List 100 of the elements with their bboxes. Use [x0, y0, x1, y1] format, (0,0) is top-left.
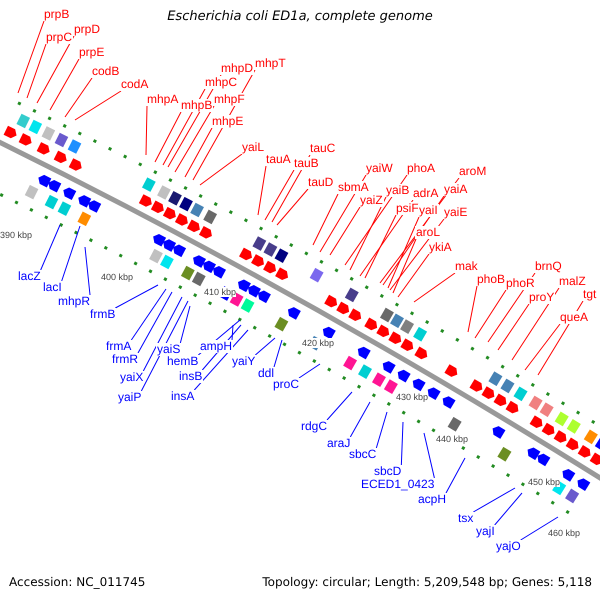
gene-label: lacI [42, 281, 63, 294]
leader-line [174, 106, 214, 172]
leader-line [512, 288, 560, 360]
leader-line [154, 112, 182, 162]
leader-line [264, 170, 294, 220]
gene-label: phoB [476, 273, 506, 286]
leader-line [50, 58, 80, 110]
leader-line [392, 238, 416, 294]
gene-label: ykiA [428, 241, 453, 254]
scale-label: 450 kbp [528, 477, 560, 487]
gene-label: mak [454, 260, 479, 273]
leader-line [254, 338, 276, 356]
gene-label: frmR [111, 353, 139, 366]
gene-label: ddl [257, 367, 276, 380]
genome-summary-text: Topology: circular; Length: 5,209,548 bp; Genes: 5,118 [262, 575, 592, 589]
leader-line [446, 458, 466, 494]
leader-line [258, 166, 266, 216]
leader-line [232, 324, 234, 340]
gene-label: yaiA [443, 183, 468, 196]
gene-label: mhpT [254, 57, 287, 70]
gene-label: yaiW [365, 162, 394, 175]
gene-label: tsx [457, 512, 474, 525]
leader-line [424, 432, 435, 478]
gene-label: proY [528, 291, 556, 304]
accession-text: Accession: NC_011745 [9, 575, 146, 589]
gene-label: yaiB [385, 184, 410, 197]
leader-line [350, 402, 370, 438]
leader-line [376, 412, 388, 448]
leader-line [498, 304, 530, 350]
leader-line [184, 128, 212, 178]
leader-line [194, 330, 248, 390]
gene-label: brnQ [534, 260, 563, 273]
gene-label: mhpE [211, 115, 244, 128]
gene-label: mhpD [220, 62, 254, 75]
leader-line [520, 516, 558, 540]
gene-label: prpB [43, 8, 70, 21]
gene-label: aroL [415, 226, 442, 239]
leader-line [472, 488, 516, 512]
gene-label: yajI [475, 525, 496, 538]
leader-line [350, 196, 386, 270]
leader-line [146, 106, 148, 156]
gene-label: insB [178, 370, 204, 383]
leader-line [326, 392, 352, 420]
gene-label: proC [272, 378, 300, 391]
gene-label: phoR [505, 277, 536, 290]
leader-line [36, 36, 74, 104]
gene-label: tauD [307, 176, 334, 189]
leader-line [298, 364, 320, 378]
leader-line [330, 206, 360, 256]
leader-line [26, 44, 46, 98]
gene-label: sbcC [348, 448, 378, 461]
gene-label: lacZ [17, 270, 42, 283]
gene-label: araJ [326, 437, 352, 450]
gene-label: yaiL [241, 141, 266, 154]
gene-label: acpH [417, 493, 448, 506]
leader-line [474, 290, 506, 338]
gene-label: tgt [582, 288, 598, 301]
leader-line [61, 226, 80, 282]
gene-label: hemB [166, 355, 200, 368]
gene-label: mhpF [213, 93, 246, 106]
scale-label: 460 kbp [548, 528, 580, 538]
leader-line [18, 20, 44, 94]
gene-label: prpC [45, 31, 74, 44]
gene-label: aroM [458, 165, 488, 178]
gene-label: codB [91, 65, 120, 78]
scale-label: 410 kbp [204, 287, 236, 297]
gene-label: mhpB [180, 99, 214, 112]
gene-label: rdgC [300, 420, 328, 433]
gene-label: prpD [73, 23, 102, 36]
leader-line [74, 90, 122, 120]
gene-label: yaiS [156, 343, 182, 356]
gene-label: insA [170, 390, 196, 403]
leader-line [398, 254, 430, 298]
gene-label: queA [559, 311, 590, 324]
gene-label: frmB [89, 308, 116, 321]
gene-label: yaiY [231, 355, 256, 368]
leader-line [40, 224, 60, 270]
gene-label: yajO [495, 540, 522, 553]
leader-line [274, 340, 282, 368]
leader-line [276, 188, 308, 226]
leader-line [142, 296, 182, 372]
scale-label: 420 kbp [302, 338, 334, 348]
leader-line [180, 306, 190, 344]
gene-label: mhpC [204, 76, 238, 89]
scale-label: 430 kbp [396, 392, 428, 402]
gene-label: tauC [309, 142, 336, 155]
leader-line [138, 292, 172, 354]
leader-line [494, 492, 522, 526]
gene-label: psiF [395, 202, 420, 215]
scale-label: 400 kbp [101, 272, 134, 282]
leader-line [468, 286, 478, 332]
gene-label: mhpR [57, 295, 92, 308]
leader-line [364, 214, 396, 278]
leader-line [84, 246, 91, 296]
leader-line [524, 324, 560, 370]
gene-label: yaiI [418, 204, 439, 217]
gene-label: codA [120, 78, 150, 91]
leader-line [64, 78, 92, 118]
gene-label: ampH [199, 340, 234, 353]
gene-label: mhpA [146, 93, 180, 106]
